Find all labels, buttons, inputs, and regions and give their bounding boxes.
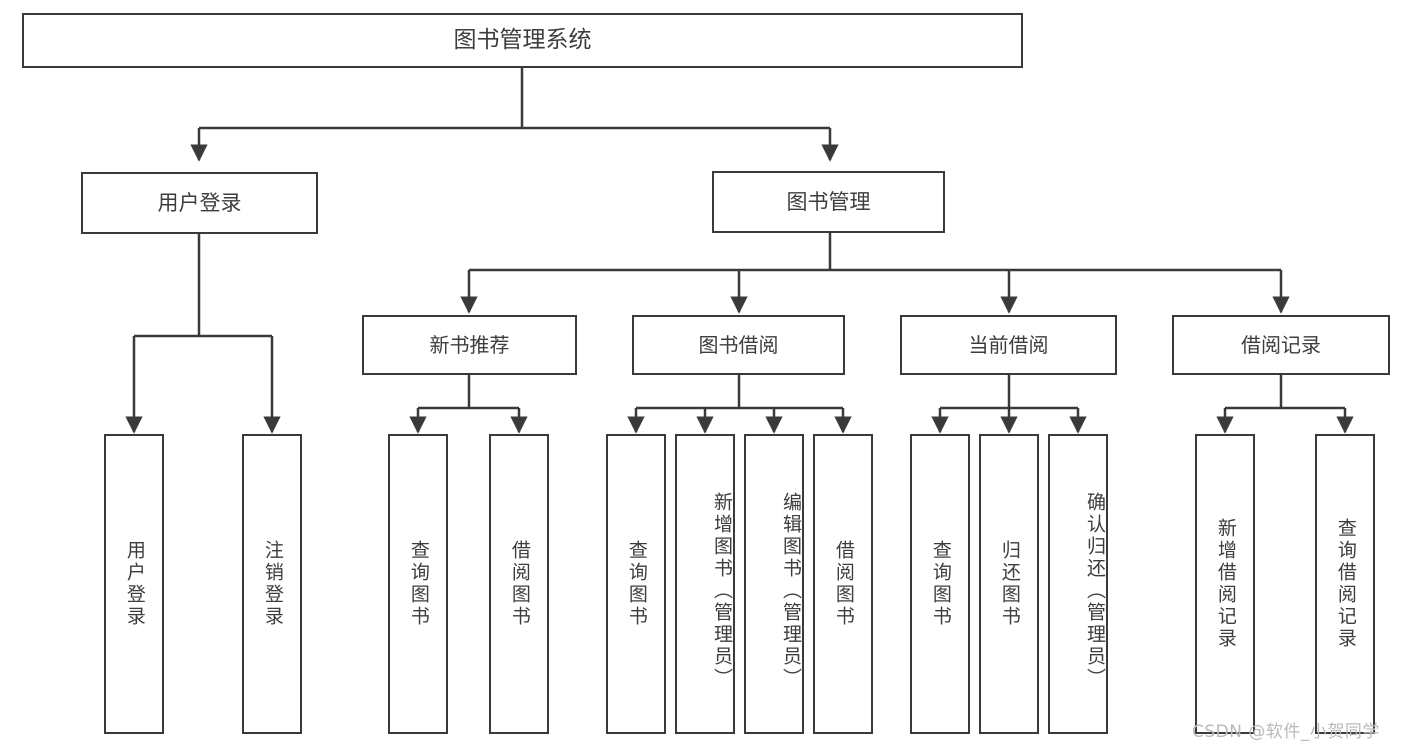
node-label: 用户登录 bbox=[123, 540, 146, 628]
leaf-add-book-admin[interactable]: 新增图书（管理员） bbox=[675, 434, 735, 734]
node-root-book-management-system[interactable]: 图书管理系统 bbox=[22, 13, 1023, 68]
node-label: 查询图书 bbox=[929, 540, 952, 628]
node-label: 新增图书（管理员） bbox=[711, 492, 733, 690]
leaf-query-book-recommend[interactable]: 查询图书 bbox=[388, 434, 448, 734]
node-label: 借阅图书 bbox=[832, 540, 855, 628]
node-label: 归还图书 bbox=[998, 540, 1021, 628]
node-label: 新书推荐 bbox=[429, 332, 510, 357]
node-label: 图书管理 bbox=[786, 189, 871, 214]
leaf-confirm-return-admin[interactable]: 确认归还（管理员） bbox=[1048, 434, 1108, 734]
node-label: 图书借阅 bbox=[698, 332, 779, 357]
leaf-add-borrow-record[interactable]: 新增借阅记录 bbox=[1195, 434, 1255, 734]
node-label: 编辑图书（管理员） bbox=[780, 492, 802, 690]
node-user-login[interactable]: 用户登录 bbox=[81, 172, 318, 234]
leaf-return-book[interactable]: 归还图书 bbox=[979, 434, 1039, 734]
node-label: 图书管理系统 bbox=[453, 27, 592, 54]
leaf-edit-book-admin[interactable]: 编辑图书（管理员） bbox=[744, 434, 804, 734]
node-label: 查询借阅记录 bbox=[1334, 518, 1357, 650]
node-book-management[interactable]: 图书管理 bbox=[712, 171, 945, 233]
node-label: 查询图书 bbox=[407, 540, 430, 628]
node-label: 注销登录 bbox=[261, 540, 284, 628]
node-label: 借阅图书 bbox=[508, 540, 531, 628]
node-new-book-recommend[interactable]: 新书推荐 bbox=[362, 315, 577, 375]
node-label: 借阅记录 bbox=[1241, 332, 1321, 357]
node-label: 新增借阅记录 bbox=[1214, 518, 1237, 650]
leaf-borrow-book-recommend[interactable]: 借阅图书 bbox=[489, 434, 549, 734]
leaf-logout-login[interactable]: 注销登录 bbox=[242, 434, 302, 734]
watermark: CSDN @软件_小贺同学 bbox=[1192, 722, 1380, 742]
leaf-borrow-book-borrow[interactable]: 借阅图书 bbox=[813, 434, 873, 734]
node-label: 查询图书 bbox=[625, 540, 648, 628]
node-label: 确认归还（管理员） bbox=[1084, 492, 1106, 690]
leaf-query-borrow-record[interactable]: 查询借阅记录 bbox=[1315, 434, 1375, 734]
node-borrow-record[interactable]: 借阅记录 bbox=[1172, 315, 1390, 375]
node-book-borrow[interactable]: 图书借阅 bbox=[632, 315, 845, 375]
leaf-query-book-current[interactable]: 查询图书 bbox=[910, 434, 970, 734]
node-label: 当前借阅 bbox=[968, 332, 1049, 357]
leaf-query-book-borrow[interactable]: 查询图书 bbox=[606, 434, 666, 734]
node-label: 用户登录 bbox=[157, 190, 242, 215]
leaf-user-login[interactable]: 用户登录 bbox=[104, 434, 164, 734]
node-current-borrow[interactable]: 当前借阅 bbox=[900, 315, 1117, 375]
